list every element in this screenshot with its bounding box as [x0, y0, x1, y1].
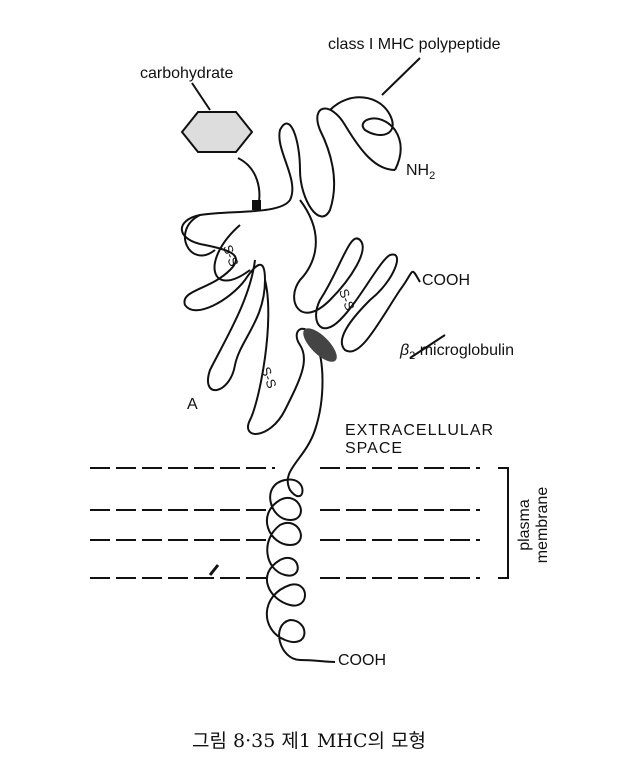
a-label: A — [187, 396, 198, 413]
attachment-site — [252, 200, 261, 210]
contact-region — [303, 328, 337, 362]
beta2-microglobulin-label: β2 microglobulin — [400, 342, 514, 363]
carbohydrate-label: carbohydrate — [140, 65, 234, 82]
cooh-top-label: COOH — [422, 272, 470, 289]
beta2-microglobulin-chain — [293, 199, 421, 353]
pointer-line — [409, 334, 446, 359]
class-i-mhc-label: class I MHC polypeptide — [328, 36, 501, 53]
membrane-lines — [90, 467, 509, 579]
figure-caption: 그림 8·35 제1 MHC의 모형 — [192, 730, 426, 752]
cooh-bottom-label: COOH — [338, 652, 386, 669]
nh2-label: NH2 — [406, 162, 436, 183]
mhc-chain — [180, 107, 396, 663]
carbohydrate-hexagon — [180, 111, 254, 153]
